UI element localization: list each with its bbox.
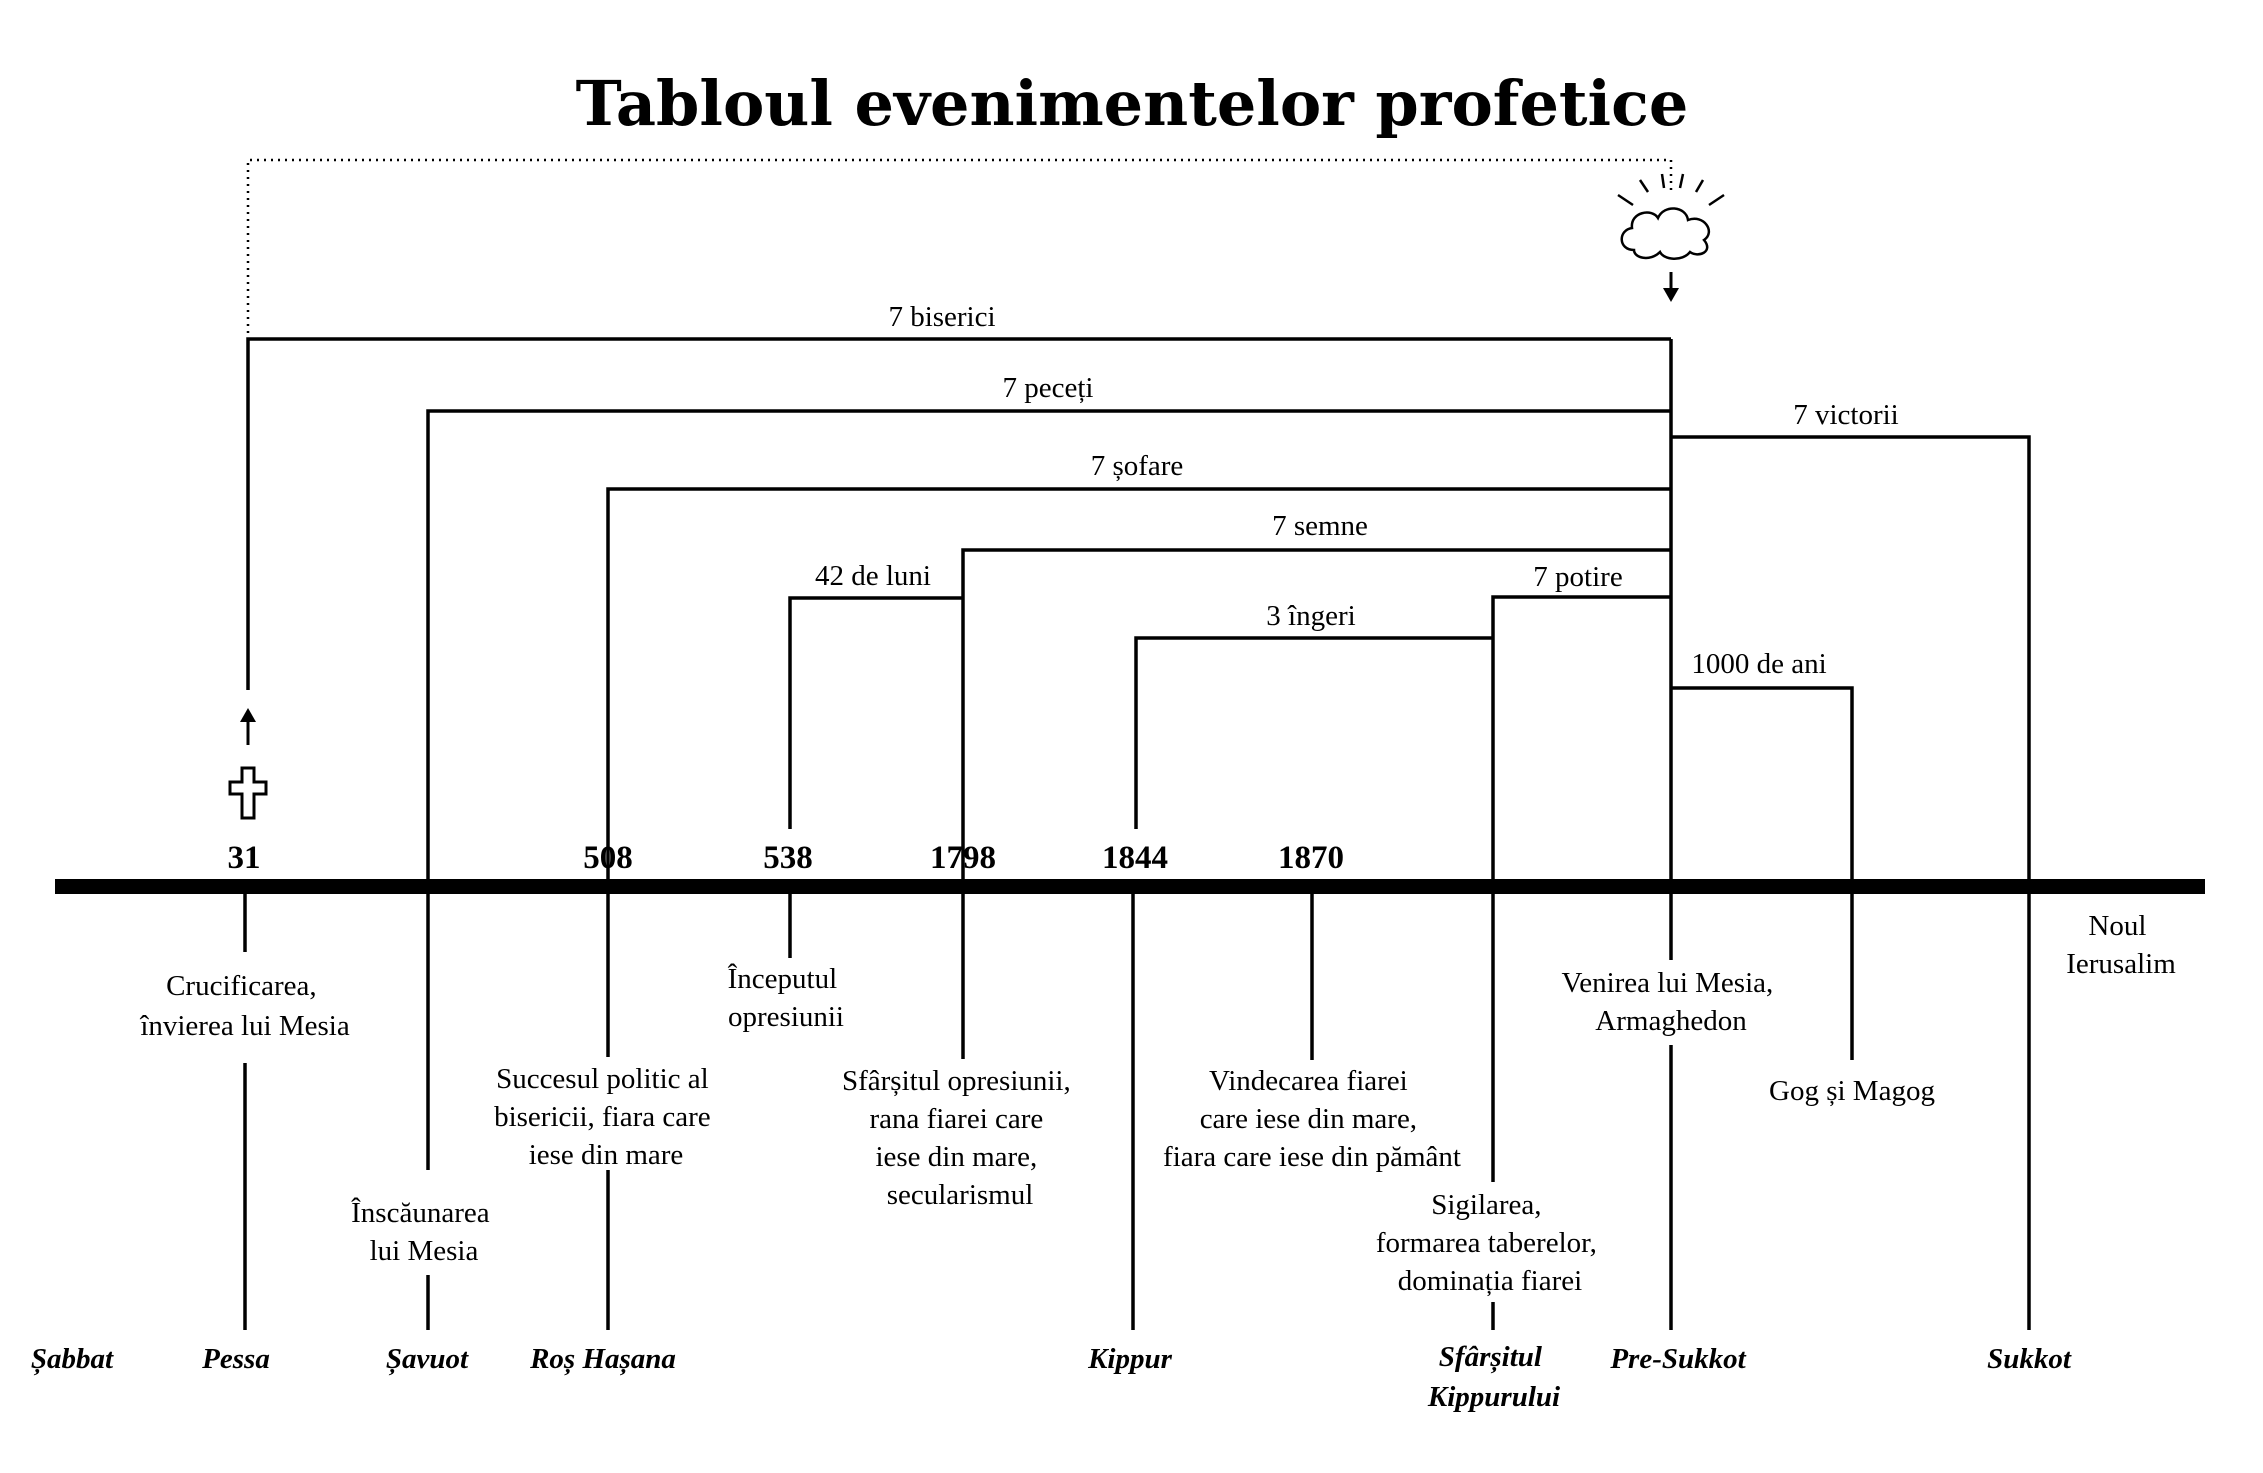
main-timeline <box>55 879 2205 894</box>
down-arrow-icon <box>1663 272 1679 302</box>
feast-savuot: Șavuot <box>386 1343 469 1376</box>
up-arrow-icon <box>240 708 256 745</box>
event-gog-magog: Gog și Magog <box>1769 1075 1935 1107</box>
feast-kippur-end: Sfârșitul Kippurului <box>1427 1341 1560 1413</box>
year-31: 31 <box>228 840 261 876</box>
period-7-trumpets <box>606 487 1671 880</box>
period-7-bowls <box>1491 595 1671 880</box>
year-1798: 1798 <box>930 840 996 876</box>
feast-rosh-hashana: Roș Hașana <box>529 1343 676 1376</box>
period-42-months <box>788 596 963 829</box>
period-7-victories <box>1671 435 2031 880</box>
period-3-angels <box>1134 636 1493 829</box>
period-7-seals <box>426 409 1671 880</box>
year-1844: 1844 <box>1102 840 1168 876</box>
period-7-signs <box>961 548 1671 880</box>
feast-sukkot: Sukkot <box>1987 1343 2072 1375</box>
year-538: 538 <box>763 840 813 876</box>
event-oppression-start: Începutul opresiunii <box>728 962 845 1033</box>
label-7-churches: 7 biserici <box>888 301 995 333</box>
feast-pre-sukkot: Pre-Sukkot <box>1609 1343 1746 1375</box>
label-7-seals: 7 peceți <box>1003 372 1094 404</box>
event-enthronement: Înscăunarea lui Mesia <box>351 1196 497 1267</box>
diagram-title: Tabloul evenimentelor profetice <box>576 67 1689 140</box>
feast-kippur: Kippur <box>1087 1343 1173 1375</box>
event-healing-beast: Vindecarea fiarei care iese din mare, fi… <box>1163 1065 1461 1173</box>
label-7-bowls: 7 potire <box>1533 561 1622 593</box>
label-7-victories: 7 victorii <box>1793 399 1899 431</box>
label-1000-years: 1000 de ani <box>1691 648 1826 680</box>
year-1870: 1870 <box>1278 840 1344 876</box>
ascension-dotted-path <box>246 158 1673 690</box>
cross-icon <box>228 766 268 820</box>
label-7-trumpets: 7 șofare <box>1091 450 1184 482</box>
event-sealing: Sigilarea, formarea taberelor, dominația… <box>1376 1189 1604 1297</box>
period-7-churches <box>246 337 1671 690</box>
event-oppression-end: Sfârșitul opresiunii, rana fiarei care i… <box>842 1065 1078 1211</box>
label-3-angels: 3 îngeri <box>1266 600 1355 632</box>
event-second-coming: Venirea lui Mesia, Armaghedon <box>1561 967 1780 1037</box>
cloud-icon <box>1617 173 1725 260</box>
label-7-signs: 7 semne <box>1272 510 1368 542</box>
event-crucifixion: Crucificarea, învierea lui Mesia <box>139 970 350 1042</box>
period-1000-years <box>1671 686 1854 880</box>
event-new-jerusalem: Noul Ierusalim <box>2066 910 2176 980</box>
feast-sabbat: Șabbat <box>31 1343 114 1376</box>
feast-pessa: Pessa <box>201 1343 270 1375</box>
year-508: 508 <box>583 840 633 876</box>
label-42-months: 42 de luni <box>815 560 931 592</box>
event-political-success: Succesul politic al bisericii, fiara car… <box>494 1063 718 1171</box>
